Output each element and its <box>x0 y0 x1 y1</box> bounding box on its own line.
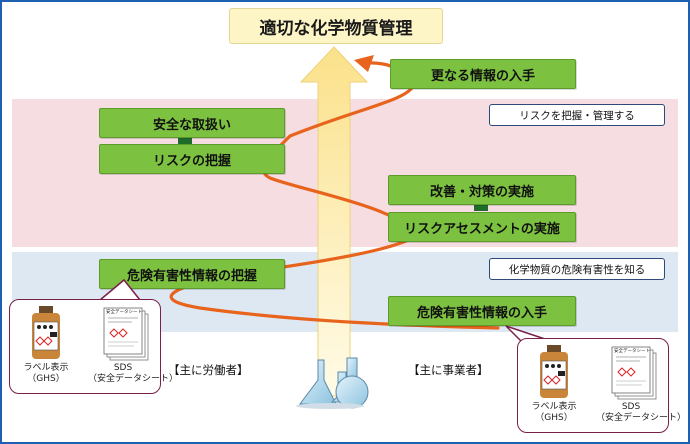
sds-sheet-header: 安全データシート <box>614 349 650 354</box>
label-ghs-line1: ラベル表示 <box>531 402 577 412</box>
label-ghs-line1: ラベル表示 <box>23 363 69 373</box>
callout-right-icons <box>540 345 657 400</box>
page-title: 適切な化学物質管理 <box>229 8 443 44</box>
step-obtain-hazard: 危険有害性情報の入手 <box>388 296 576 326</box>
step-grasp-hazard: 危険有害性情報の把握 <box>99 259 285 289</box>
bottle-icon <box>540 345 568 398</box>
step-risk-assessment: リスクアセスメントの実施 <box>388 212 576 242</box>
curve-arrowhead <box>354 55 374 72</box>
sds-sheet-icon <box>103 307 149 361</box>
flask-icon <box>296 357 369 409</box>
callout-left: 安全データシート ラベル表示 （GHS） SDS （安全データシート） <box>9 299 179 394</box>
sds-line1: SDS <box>621 402 641 412</box>
label-ghs-line2: （GHS） <box>27 374 65 384</box>
up-arrow-icon <box>299 46 369 397</box>
sds-caption: SDS （安全データシート） <box>596 402 687 424</box>
sds-line2: （安全データシート） <box>596 413 687 423</box>
sds-sheet-icon <box>611 346 657 400</box>
role-employer: 【主に事業者】 <box>408 363 489 377</box>
step-further-info: 更なる情報の入手 <box>390 59 576 89</box>
bottle-icon <box>32 306 60 359</box>
callout-right: 安全データシート ラベル表示 （GHS） SDS （安全データシート） <box>517 338 687 433</box>
callout-left-icons <box>32 306 149 361</box>
label-ghs-caption: ラベル表示 （GHS） <box>528 402 580 424</box>
sds-caption: SDS （安全データシート） <box>88 363 179 385</box>
step-improvement: 改善・対策の実施 <box>388 175 576 205</box>
sds-line1: SDS <box>113 363 133 373</box>
sds-sheet-header: 安全データシート <box>106 310 142 315</box>
sds-line2: （安全データシート） <box>88 374 179 384</box>
label-ghs-caption: ラベル表示 （GHS） <box>20 363 72 385</box>
tag-know-hazard: 化学物質の危険有害性を知る <box>489 258 665 280</box>
process-curve <box>169 82 500 330</box>
step-safe-handling: 安全な取扱い <box>99 108 285 138</box>
label-ghs-line2: （GHS） <box>535 413 573 423</box>
step-grasp-risk: リスクの把握 <box>99 144 285 174</box>
tag-manage-risk: リスクを把握・管理する <box>489 104 665 126</box>
role-worker: 【主に労働者】 <box>168 363 249 377</box>
